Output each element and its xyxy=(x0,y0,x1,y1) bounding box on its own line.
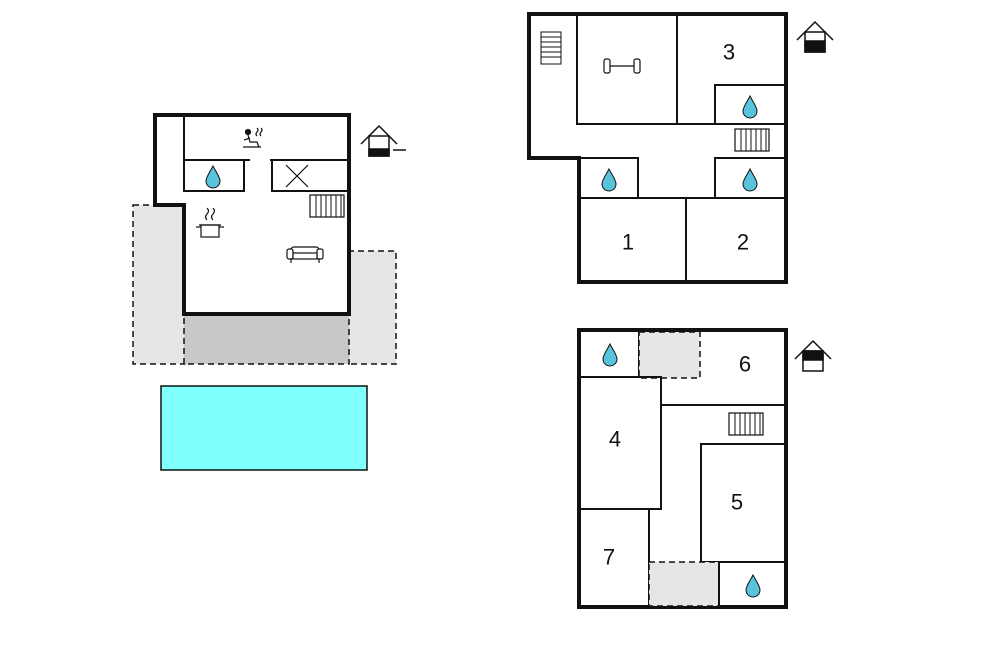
house-level-top-icon xyxy=(794,339,832,372)
second-floor-plan: 4 5 6 7 xyxy=(577,328,832,609)
stairs-icon xyxy=(540,31,562,65)
sofa-icon xyxy=(286,246,324,263)
cross-icon-b xyxy=(285,164,309,188)
pool xyxy=(160,385,368,471)
cooking-pot-icon xyxy=(196,207,224,238)
dumbbell-icon xyxy=(603,58,641,74)
radiator-icon xyxy=(734,128,770,152)
room-label-2: 2 xyxy=(737,230,749,255)
terrace-left xyxy=(132,204,186,365)
bathroom-ground xyxy=(183,159,245,192)
radiator-icon xyxy=(728,412,764,436)
utility-room xyxy=(271,159,350,192)
covered-terrace xyxy=(183,313,350,365)
water-drop-icon xyxy=(742,168,758,192)
bathroom-3 xyxy=(714,84,787,125)
terrace-right xyxy=(347,250,397,365)
bathroom-bottom xyxy=(718,561,787,608)
sauna-icon xyxy=(243,127,263,148)
balcony-top xyxy=(638,331,701,379)
room-label-4: 4 xyxy=(609,427,621,452)
room-label-6: 6 xyxy=(739,352,751,377)
room-label-7: 7 xyxy=(603,545,615,570)
bedroom-5 xyxy=(700,443,787,563)
balcony-bottom xyxy=(648,561,720,607)
bedroom-4 xyxy=(578,376,662,510)
water-drop-icon xyxy=(601,168,617,192)
ground-floor-walls xyxy=(153,113,351,316)
room-label-3: 3 xyxy=(723,40,735,65)
room-label-5: 5 xyxy=(731,490,743,515)
water-drop-icon xyxy=(742,95,758,119)
water-drop-icon xyxy=(745,574,761,598)
house-level-middle-icon xyxy=(796,20,834,53)
room-label-1: 1 xyxy=(622,230,634,255)
water-drop-icon xyxy=(602,343,618,367)
fitness-room xyxy=(576,13,678,125)
radiator-icon xyxy=(309,194,345,218)
house-level-ground-icon xyxy=(360,124,406,157)
water-drop-icon xyxy=(205,165,221,189)
first-floor-walls xyxy=(527,12,788,284)
ground-floor-plan xyxy=(132,113,406,471)
first-floor-plan: 1 2 3 xyxy=(527,12,834,284)
